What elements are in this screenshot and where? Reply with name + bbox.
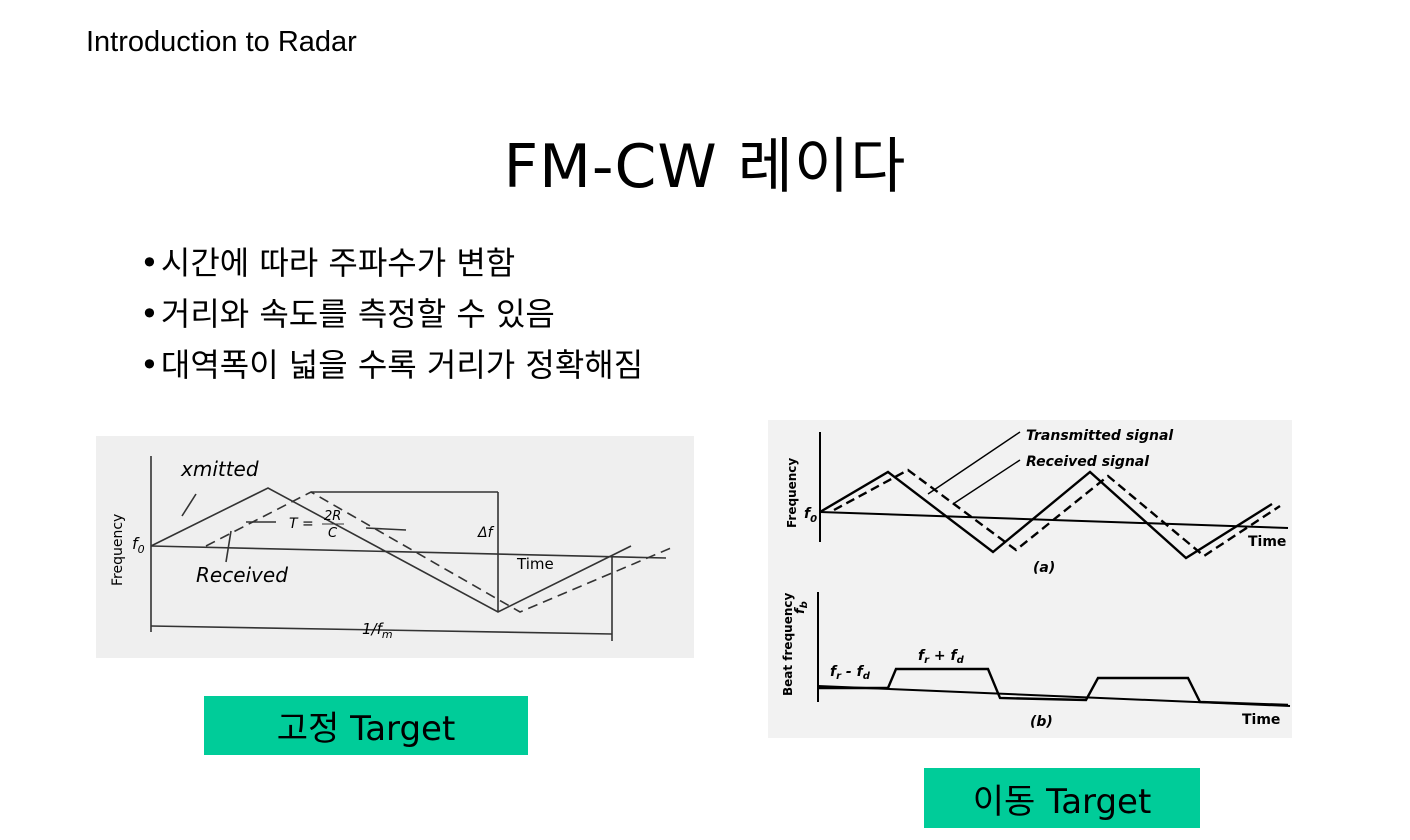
delay-arrow-right (365, 527, 407, 531)
bullet-list: 시간에 따라 주파수가 변함 거리와 속도를 측정할 수 있음 대역폭이 넓을 … (140, 238, 643, 391)
delay-T-denominator: C (328, 526, 338, 541)
xmitted-label: xmitted (180, 457, 259, 481)
frequency-label-a: Frequency (785, 458, 799, 528)
received-pointer (225, 530, 232, 563)
period-arrow (150, 625, 613, 635)
f0-label: f0 (804, 506, 817, 525)
received-signal-line (205, 491, 672, 613)
moving-target-diagram: Transmitted signal Received signal Frequ… (768, 420, 1292, 738)
received-label: Received (196, 563, 288, 587)
fr-plus-fd-label: fr + fd (918, 648, 965, 666)
time-label: Time (516, 555, 554, 573)
received-pointer (952, 459, 1021, 505)
stationary-target-svg: xmitted Received Frequency f0 T = 2R C Δ… (110, 456, 672, 641)
stationary-target-caption: 고정 Target (204, 696, 528, 755)
f0-label: f0 (132, 534, 145, 556)
delay-T-numerator: 2R (324, 509, 341, 524)
fr-minus-fd-label: fr - fd (830, 664, 871, 682)
bullet-item: 시간에 따라 주파수가 변함 (140, 238, 643, 289)
transmitted-signal-line (819, 470, 1273, 560)
time-label-b: Time (1242, 712, 1280, 728)
fb-label: fb (793, 601, 810, 614)
period-label: 1/fm (362, 620, 393, 641)
moving-target-svg: Transmitted signal Received signal Frequ… (781, 428, 1291, 730)
beat-frequency-label: Beat frequency (781, 592, 795, 696)
frequency-label: Frequency (110, 514, 126, 586)
stationary-target-diagram: xmitted Received Frequency f0 T = 2R C Δ… (96, 436, 694, 658)
transmitted-signal-label: Transmitted signal (1026, 428, 1173, 444)
slide-title: FM-CW 레이다 (503, 132, 907, 202)
time-axis (150, 545, 667, 559)
xmitted-pointer (181, 493, 197, 517)
received-signal-line (833, 468, 1281, 558)
delay-T-label: T = (289, 516, 314, 532)
received-signal-label: Received signal (1026, 454, 1149, 470)
bullet-item: 대역폭이 넓을 수록 거리가 정확해짐 (140, 340, 643, 391)
header-title: Introduction to Radar (86, 26, 357, 58)
bullet-item: 거리와 속도를 측정할 수 있음 (140, 289, 643, 340)
transmitted-signal-line (150, 487, 632, 613)
moving-target-caption: 이동 Target (924, 768, 1200, 828)
subfigure-a-label: (a) (1033, 560, 1055, 576)
subfigure-b-label: (b) (1030, 714, 1053, 730)
beat-frequency-line (818, 667, 1289, 707)
time-label-a: Time (1248, 534, 1286, 550)
delta-f-label: Δf (477, 525, 495, 541)
transmitted-pointer (927, 431, 1021, 495)
